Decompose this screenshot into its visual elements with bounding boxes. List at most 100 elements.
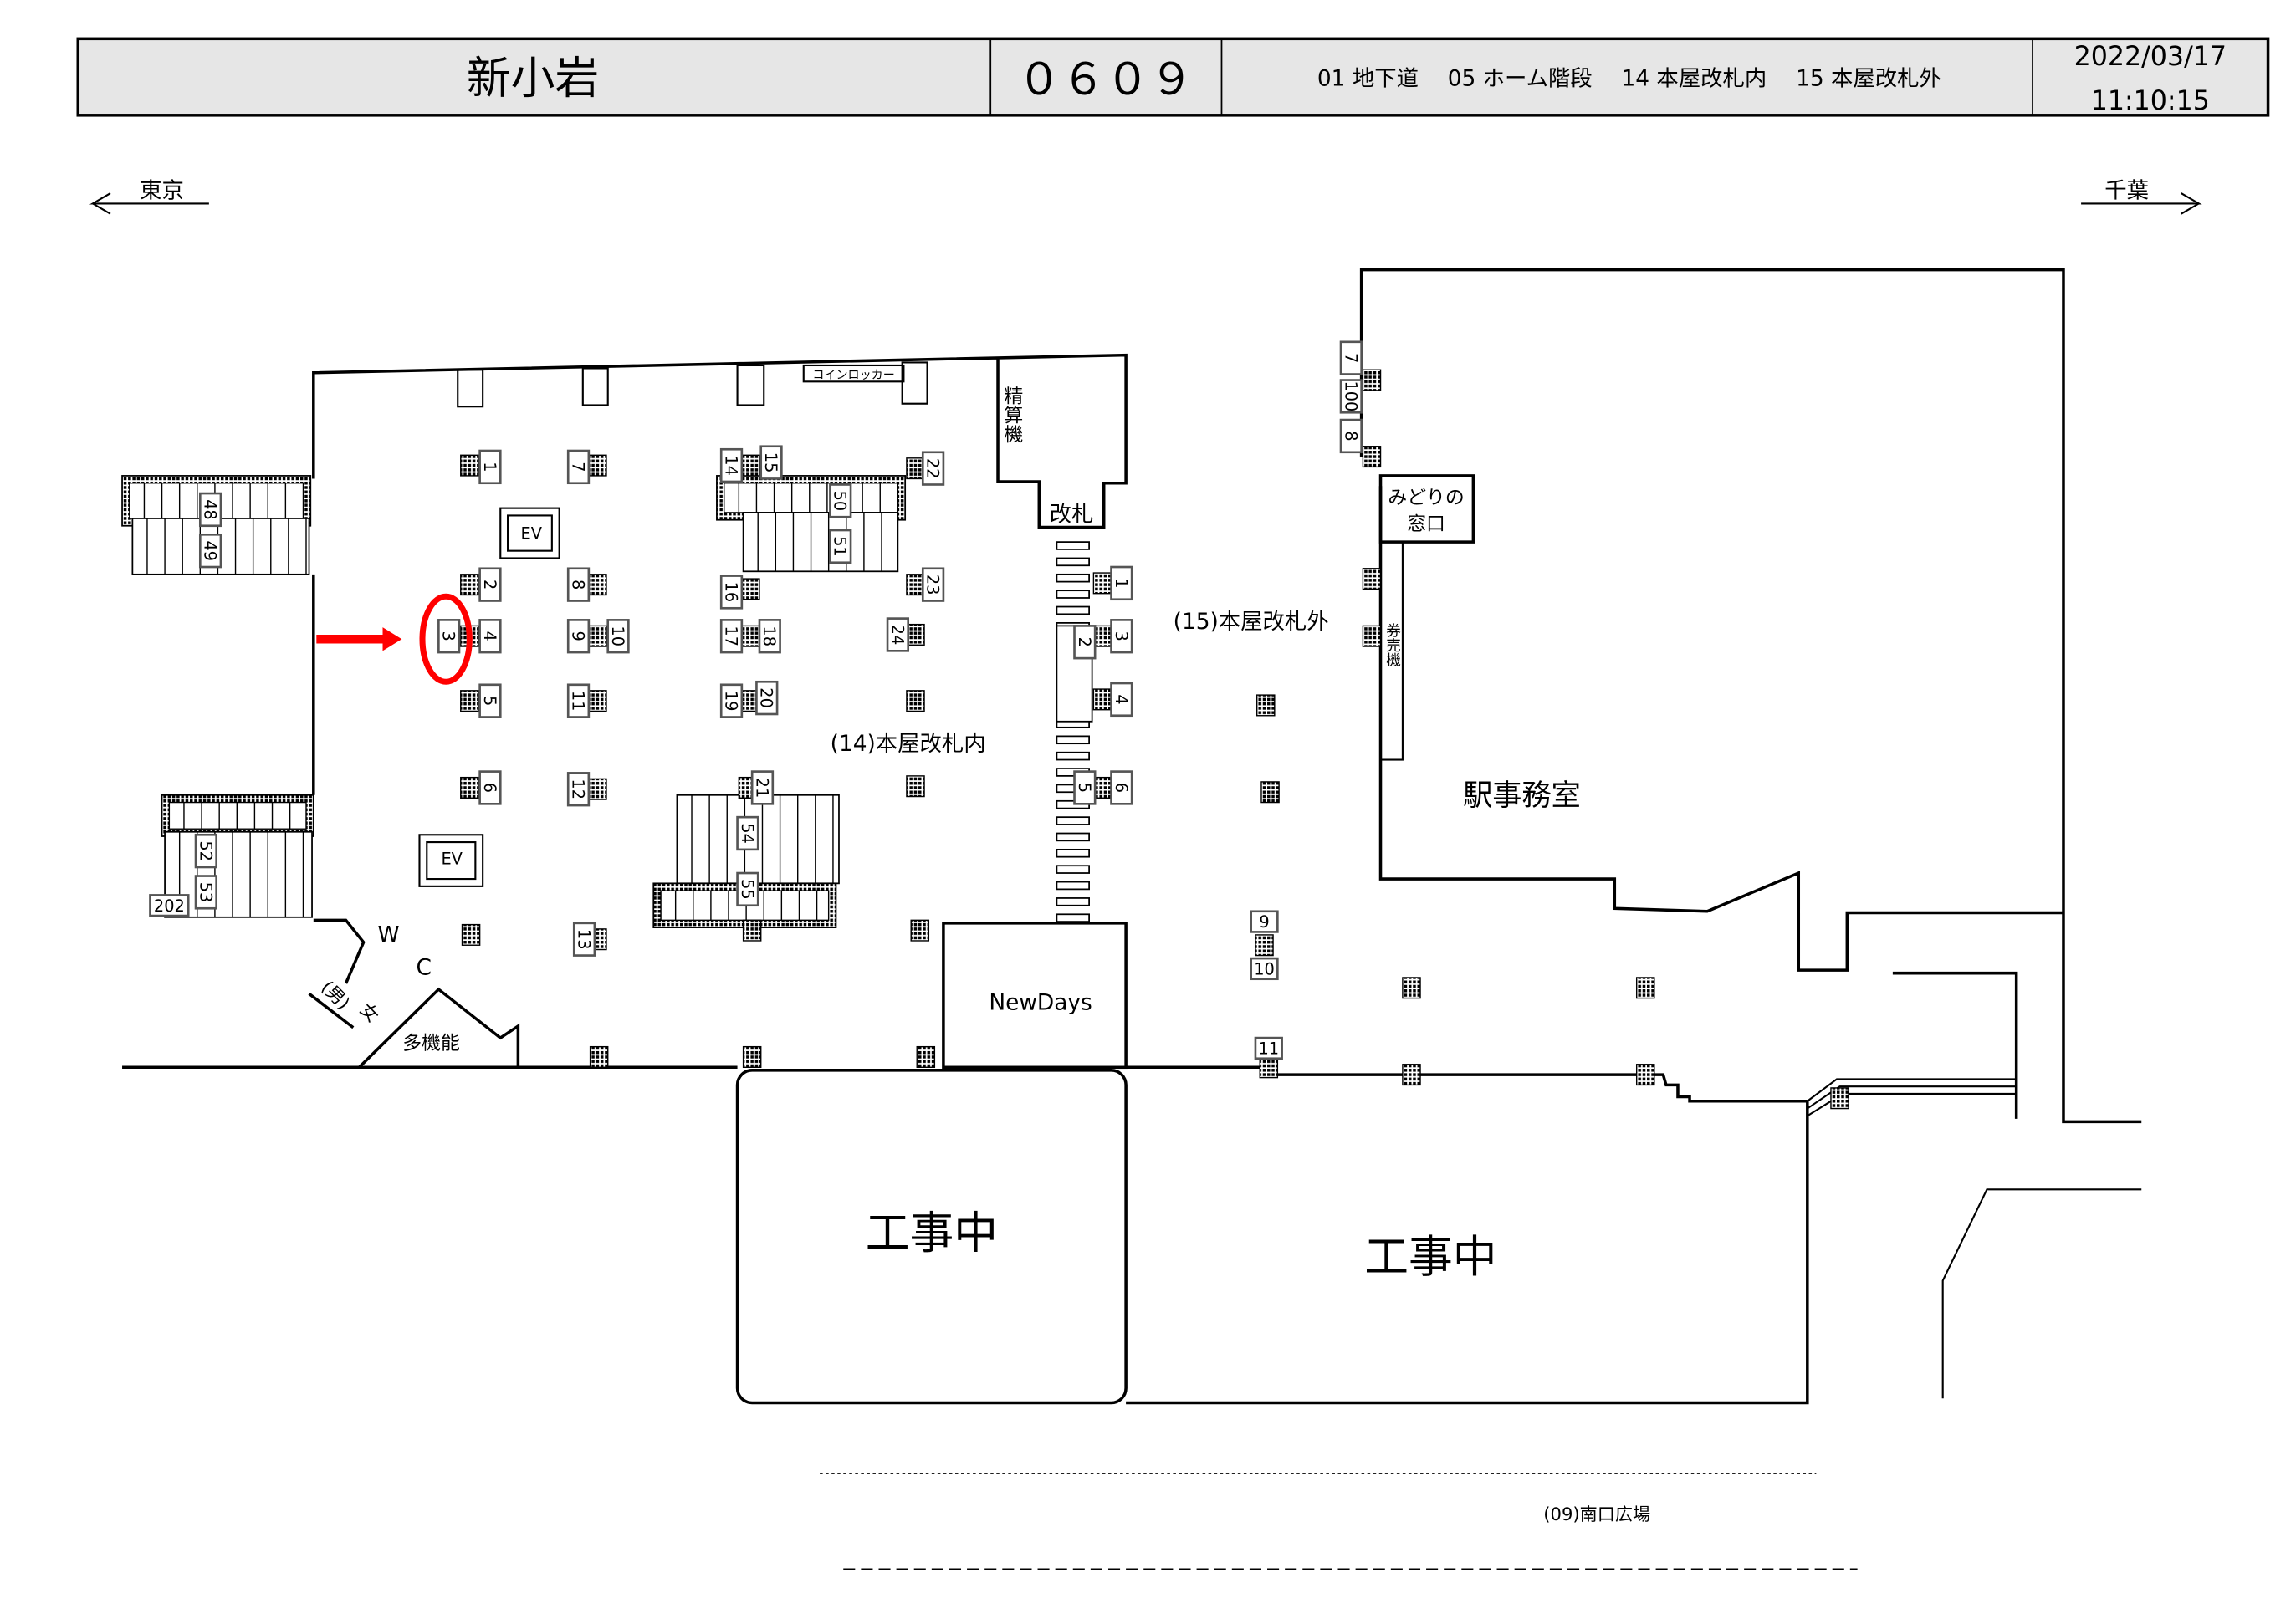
sign-location[interactable]: 1 (1110, 565, 1133, 601)
sign-location[interactable]: 50 (829, 483, 852, 518)
sign-number: 18 (759, 626, 779, 646)
sign-number: 14 (721, 455, 740, 476)
sign-location[interactable]: 49 (198, 533, 222, 569)
pillar-marker (461, 923, 481, 946)
sign-number: 49 (201, 540, 220, 561)
sign-location[interactable]: 100 (1339, 379, 1363, 414)
pillar-marker (742, 919, 762, 942)
pillar-marker (1830, 1087, 1849, 1110)
pillar-marker (588, 690, 607, 712)
sign-number: 53 (196, 882, 215, 903)
sign-number: 4 (480, 631, 499, 641)
pillar-marker (906, 623, 925, 646)
pillar-marker (906, 775, 925, 798)
sign-location[interactable]: 10 (1250, 957, 1279, 981)
pillar-marker (1635, 977, 1655, 999)
sign-number: 7 (1341, 353, 1360, 363)
sign-location[interactable]: 19 (719, 683, 744, 718)
sign-number: 20 (757, 687, 776, 708)
pillar-marker (741, 625, 760, 647)
highlight-circle[interactable] (419, 593, 473, 685)
sign-location[interactable]: 20 (755, 680, 779, 716)
pillar-marker (1092, 776, 1112, 799)
sign-location[interactable]: 24 (886, 617, 910, 652)
sign-location[interactable]: 8 (566, 567, 591, 602)
sign-number: 11 (1258, 1039, 1279, 1058)
pillar-marker (906, 690, 925, 712)
sign-number: 12 (568, 779, 587, 799)
construction-label-1: 工事中 (866, 1208, 998, 1259)
sign-location[interactable]: 15 (759, 445, 783, 480)
sign-location[interactable]: 4 (1110, 682, 1133, 718)
sign-number: 23 (923, 575, 943, 595)
sign-location[interactable]: 3 (1110, 619, 1133, 654)
sign-number: 15 (761, 452, 780, 473)
sign-number: 6 (1112, 783, 1131, 793)
sign-number: 8 (1341, 431, 1360, 441)
sign-number: 10 (1254, 959, 1275, 978)
gate-label: 改札 (1050, 502, 1094, 527)
sign-location[interactable]: 6 (478, 770, 502, 805)
pillar-marker (460, 776, 479, 799)
sign-location[interactable]: 2 (478, 567, 502, 602)
pillar-marker (460, 454, 479, 477)
sign-number: 21 (752, 778, 771, 799)
sign-location[interactable]: 14 (719, 447, 744, 483)
pillar-marker (588, 778, 607, 800)
sign-number: 1 (1112, 578, 1131, 588)
sign-number: 17 (721, 626, 740, 646)
sign-location[interactable]: 202 (149, 894, 190, 917)
sign-number: 4 (1112, 694, 1131, 704)
sign-location[interactable]: 7 (566, 449, 591, 485)
sign-location[interactable]: 48 (198, 492, 222, 528)
pillar-marker (1362, 369, 1382, 391)
sign-location[interactable]: 53 (194, 875, 217, 910)
sign-location[interactable]: 6 (1110, 770, 1133, 805)
sign-location[interactable]: 1 (478, 449, 502, 485)
sign-number: 10 (608, 626, 627, 646)
pillar-marker (1092, 688, 1112, 711)
pillar-marker (588, 454, 607, 477)
coin-locker-label: コインロッカー (812, 369, 894, 382)
newdays-label: NewDays (989, 991, 1092, 1016)
sign-number: 11 (568, 691, 587, 712)
sign-location[interactable]: 10 (606, 619, 630, 654)
sign-location[interactable]: 5 (478, 683, 502, 718)
sign-number: 51 (831, 536, 850, 557)
sign-location[interactable]: 54 (736, 815, 759, 851)
sign-number: 52 (196, 840, 215, 861)
wc-w-label: W (377, 923, 399, 948)
sign-location[interactable]: 9 (566, 619, 591, 654)
sign-location[interactable]: 16 (719, 575, 744, 610)
pillar-marker (916, 1045, 936, 1068)
direction-right: 千葉 (2081, 178, 2202, 215)
sign-location[interactable]: 7 (1339, 340, 1363, 375)
ev-label-1: EV (520, 524, 542, 544)
sign-location[interactable]: 51 (829, 529, 852, 564)
sign-location[interactable]: 17 (719, 619, 744, 654)
sign-location[interactable]: 55 (736, 871, 759, 907)
sign-location[interactable]: 5 (1073, 770, 1097, 805)
sign-location[interactable]: 18 (758, 619, 781, 654)
sign-number: 9 (568, 631, 587, 641)
south-plaza-label: (09)南口広場 (1543, 1504, 1650, 1524)
multipurpose-toilet-label: 多機能 (402, 1033, 460, 1055)
sign-location[interactable]: 21 (750, 770, 775, 805)
sign-location[interactable]: 13 (572, 922, 596, 957)
construction-area: 工事中 工事中 (09)南口広場 (735, 1069, 1858, 1570)
time: 11:10:15 (2091, 86, 2210, 116)
sign-location[interactable]: 11 (1254, 1036, 1283, 1060)
sign-location[interactable]: 11 (566, 683, 591, 718)
sign-location[interactable]: 3 (437, 619, 461, 654)
sign-location[interactable]: 2 (1073, 625, 1097, 660)
sign-location[interactable]: 12 (566, 772, 591, 807)
sign-location[interactable]: 23 (921, 567, 945, 602)
sign-location[interactable]: 9 (1250, 910, 1279, 933)
sign-location[interactable]: 22 (921, 451, 945, 486)
sign-location[interactable]: 8 (1339, 418, 1363, 454)
sign-location[interactable]: 52 (194, 833, 217, 869)
sign-number: 50 (831, 491, 850, 512)
sign-location[interactable]: 4 (478, 619, 502, 654)
direction-chiba: 千葉 (2104, 178, 2149, 203)
direction-left: 東京 (89, 178, 209, 215)
